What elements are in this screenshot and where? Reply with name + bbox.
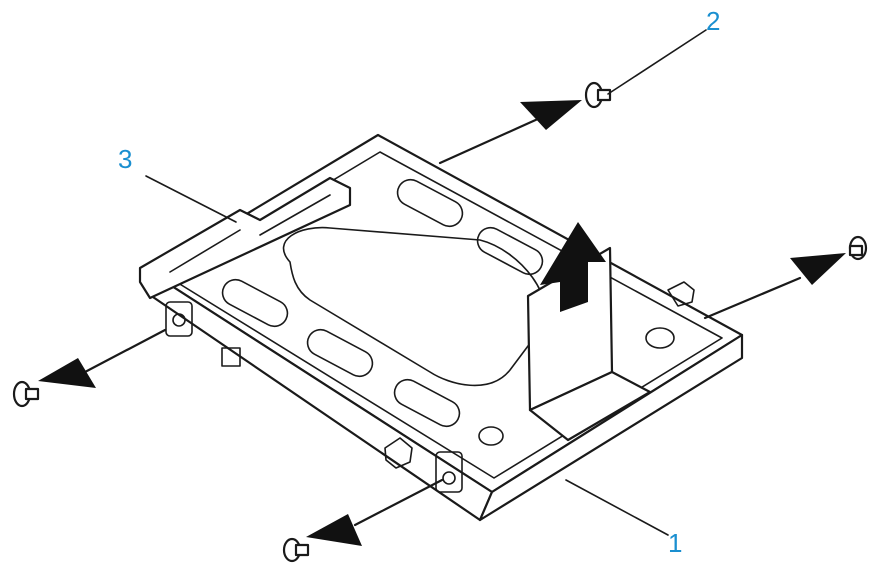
caddy-right-pin	[667, 281, 695, 307]
caddy-right-wall	[478, 333, 744, 522]
caddy-slot	[393, 378, 461, 428]
caddy-pull-tab-base	[528, 370, 652, 442]
arrow-up-right	[520, 100, 582, 130]
screw-icon	[848, 235, 868, 261]
caddy-slot	[221, 278, 289, 328]
sata-connector	[138, 176, 352, 300]
arrow-lift	[540, 222, 606, 312]
screw-icon	[584, 81, 612, 109]
caddy-slot	[476, 226, 544, 276]
arrow-right	[790, 253, 846, 285]
callout-1: 1	[668, 528, 682, 558]
screw-icon	[12, 380, 40, 408]
caddy-screw-boss	[435, 451, 463, 493]
drive-caddy	[148, 133, 744, 522]
caddy-slot	[396, 178, 464, 228]
removal-arrows	[38, 100, 846, 546]
screws	[12, 81, 868, 563]
callout-2: 2	[706, 6, 720, 36]
caddy-slot	[306, 328, 374, 378]
leader-lines	[145, 29, 707, 536]
caddy-pin	[384, 437, 413, 469]
leader-line-3	[145, 175, 237, 223]
caddy-hole	[645, 327, 675, 349]
caddy-hole	[478, 426, 504, 446]
caddy-screw-boss	[165, 301, 193, 337]
leader-line-2	[607, 29, 707, 95]
arrow-down-left	[306, 514, 362, 546]
caddy-latch	[221, 347, 241, 367]
leader-line-1	[565, 479, 669, 536]
caddy-screw-hole	[442, 471, 456, 485]
callout-3: 3	[118, 144, 132, 174]
caddy-screw-hole	[172, 313, 186, 327]
arrow-left	[38, 358, 96, 388]
screw-icon	[282, 537, 310, 563]
